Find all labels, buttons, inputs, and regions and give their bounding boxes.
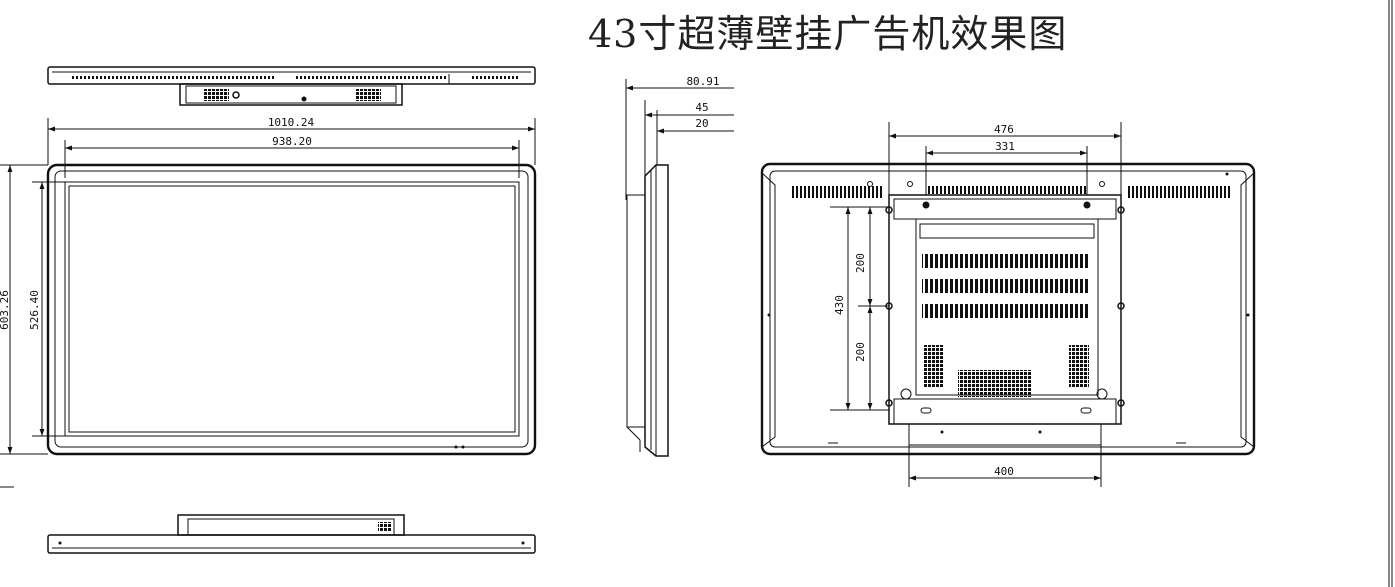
side-view [625,79,734,457]
port-icon [232,91,240,99]
top-vent [296,76,446,79]
top-view [47,66,536,106]
dim-label-depth-panel: 20 [695,117,708,130]
bracket-vent [922,254,1090,268]
top-vent [70,76,275,79]
mount-hole [1083,201,1091,209]
top-vent [470,76,520,79]
dim-label-outer-width: 1010.24 [268,116,315,129]
dim-label-depth-total: 80.91 [686,75,719,88]
connector-block [355,89,381,101]
dim-label-depth-mid: 45 [695,101,708,114]
bottom-view [47,514,536,554]
indicator-dot [454,445,458,449]
rear-view [760,122,1256,487]
connector-block [203,89,229,101]
rear-vent [1126,186,1230,198]
rear-vent [790,186,884,198]
dim-label-outer-height: 603.26 [0,290,11,330]
indicator-dot [461,445,465,449]
bracket-grille [923,345,943,387]
dim-label-lower-spacing: 200 [854,342,867,362]
dim-label-hole-width: 331 [995,140,1015,153]
dim-label-upper-spacing: 200 [854,253,867,273]
mount-hole [922,201,930,209]
bracket-grille [958,370,1032,397]
dim-label-vesa-height: 430 [833,295,846,315]
bracket-vent [922,279,1090,293]
dim-label-screen-width: 938.20 [272,135,312,148]
dim-label-screen-height: 526.40 [28,290,41,330]
connector-block [378,522,392,532]
dim-label-vesa-width: 400 [994,465,1014,478]
bracket-grille [1069,345,1089,387]
drawing-title: 43寸超薄壁挂广告机效果图 [588,12,1068,56]
screw-icon [301,96,307,102]
bracket-vent [922,304,1090,318]
rear-vent [926,186,1086,194]
front-view [0,118,537,456]
dim-label-bracket-width: 476 [994,123,1014,136]
